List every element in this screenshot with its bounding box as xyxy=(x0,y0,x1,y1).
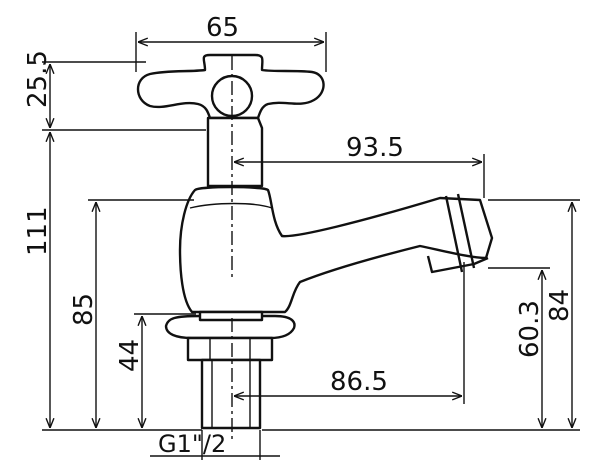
base-flange xyxy=(164,314,296,340)
label-spout-projection: 93.5 xyxy=(346,133,404,163)
cross-handle xyxy=(136,53,325,120)
label-spout-right-height: 84 xyxy=(545,289,575,322)
label-shank-height: 44 xyxy=(115,339,145,372)
label-handle-span: 65 xyxy=(206,13,239,43)
dim-handle-height: 25.5 xyxy=(23,50,206,131)
dim-spout-projection: 93.5 xyxy=(234,133,485,198)
label-overall-height: 111 xyxy=(23,206,53,256)
label-thread-size: G1"/2 xyxy=(158,430,226,458)
label-handle-height: 25.5 xyxy=(23,50,53,108)
spout-tip xyxy=(426,255,489,274)
label-spout-outlet-height: 60.3 xyxy=(515,300,545,358)
tap-outline xyxy=(136,53,494,430)
dim-spout-outlet-height: 60.3 xyxy=(488,267,550,428)
dim-spout-right-height: 84 xyxy=(262,199,580,431)
dim-spout-reach: 86.5 xyxy=(234,262,465,404)
threaded-shank xyxy=(200,358,262,430)
tap-body-spout xyxy=(178,185,494,314)
dim-overall-height: 111 xyxy=(23,132,202,431)
dim-spout-top-height: 85 xyxy=(69,199,194,428)
back-nut xyxy=(186,336,274,362)
dim-handle-span: 65 xyxy=(135,13,327,72)
label-spout-reach: 86.5 xyxy=(330,367,388,397)
label-spout-top-height: 85 xyxy=(69,293,99,326)
dim-thread-size: G1"/2 xyxy=(150,430,280,460)
dim-shank-height: 44 xyxy=(115,313,196,428)
tap-stem xyxy=(206,116,264,188)
